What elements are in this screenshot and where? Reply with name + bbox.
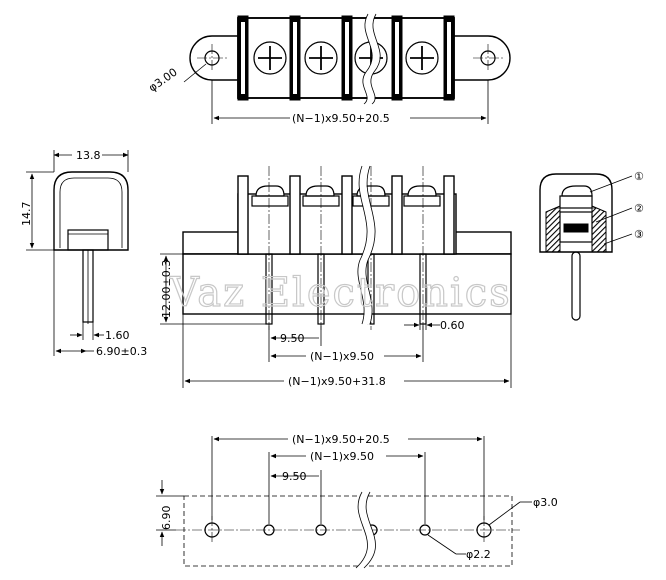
footprint-mount-hole-label: φ3.0 bbox=[533, 496, 558, 509]
top-overall-dim-label: (N−1)x9.50+20.5 bbox=[292, 112, 390, 125]
side-view: 13.8 14.7 1.60 6.90±0.3 bbox=[20, 149, 147, 358]
watermark: Vaz Electronics bbox=[169, 270, 512, 316]
front-view: 12.00±0.3 9.50 0.60 (N−1)x9.50 (N−1)x9.5… bbox=[160, 164, 512, 388]
footprint-overall-label: (N−1)x9.50+20.5 bbox=[292, 433, 390, 446]
top-hole-dia-label: φ3.00 bbox=[146, 66, 179, 95]
front-pin-length-label: 12.00±0.3 bbox=[160, 260, 173, 318]
screw-head-4 bbox=[405, 41, 439, 75]
footprint-pin-hole-2 bbox=[315, 524, 327, 536]
side-pin-offset-label: 6.90±0.3 bbox=[96, 345, 147, 358]
callout-1: ① bbox=[634, 170, 644, 183]
screw-head-1 bbox=[253, 41, 287, 75]
callout-2: ② bbox=[634, 202, 644, 215]
footprint-pin-hole-4 bbox=[419, 524, 431, 536]
front-pin-thickness-label: 0.60 bbox=[440, 319, 465, 332]
section-view: ① ② ③ bbox=[539, 170, 644, 321]
break-mark bbox=[363, 12, 380, 107]
footprint-span-label: (N−1)x9.50 bbox=[310, 450, 374, 463]
side-pin-width-label: 1.60 bbox=[105, 329, 130, 342]
screw-head-2 bbox=[304, 41, 338, 75]
footprint-pitch-label: 9.50 bbox=[282, 470, 307, 483]
callout-3: ③ bbox=[634, 228, 644, 241]
footprint-pin-hole-label: φ2.2 bbox=[466, 548, 491, 561]
footprint-pin-hole-1 bbox=[263, 524, 275, 536]
section-pin bbox=[571, 251, 581, 321]
side-height-label: 14.7 bbox=[20, 202, 33, 227]
footprint-row-offset-label: 6.90 bbox=[160, 506, 173, 531]
front-span-label: (N−1)x9.50 bbox=[310, 350, 374, 363]
front-overall-label: (N−1)x9.50+31.8 bbox=[288, 375, 386, 388]
front-pitch-label: 9.50 bbox=[280, 332, 305, 345]
top-view: φ3.00 (N−1)x9.50+20.5 bbox=[146, 12, 511, 125]
side-width-label: 13.8 bbox=[76, 149, 101, 162]
pcb-footprint: (N−1)x9.50+20.5 (N−1)x9.50 9.50 6.90 φ3.… bbox=[156, 433, 558, 571]
